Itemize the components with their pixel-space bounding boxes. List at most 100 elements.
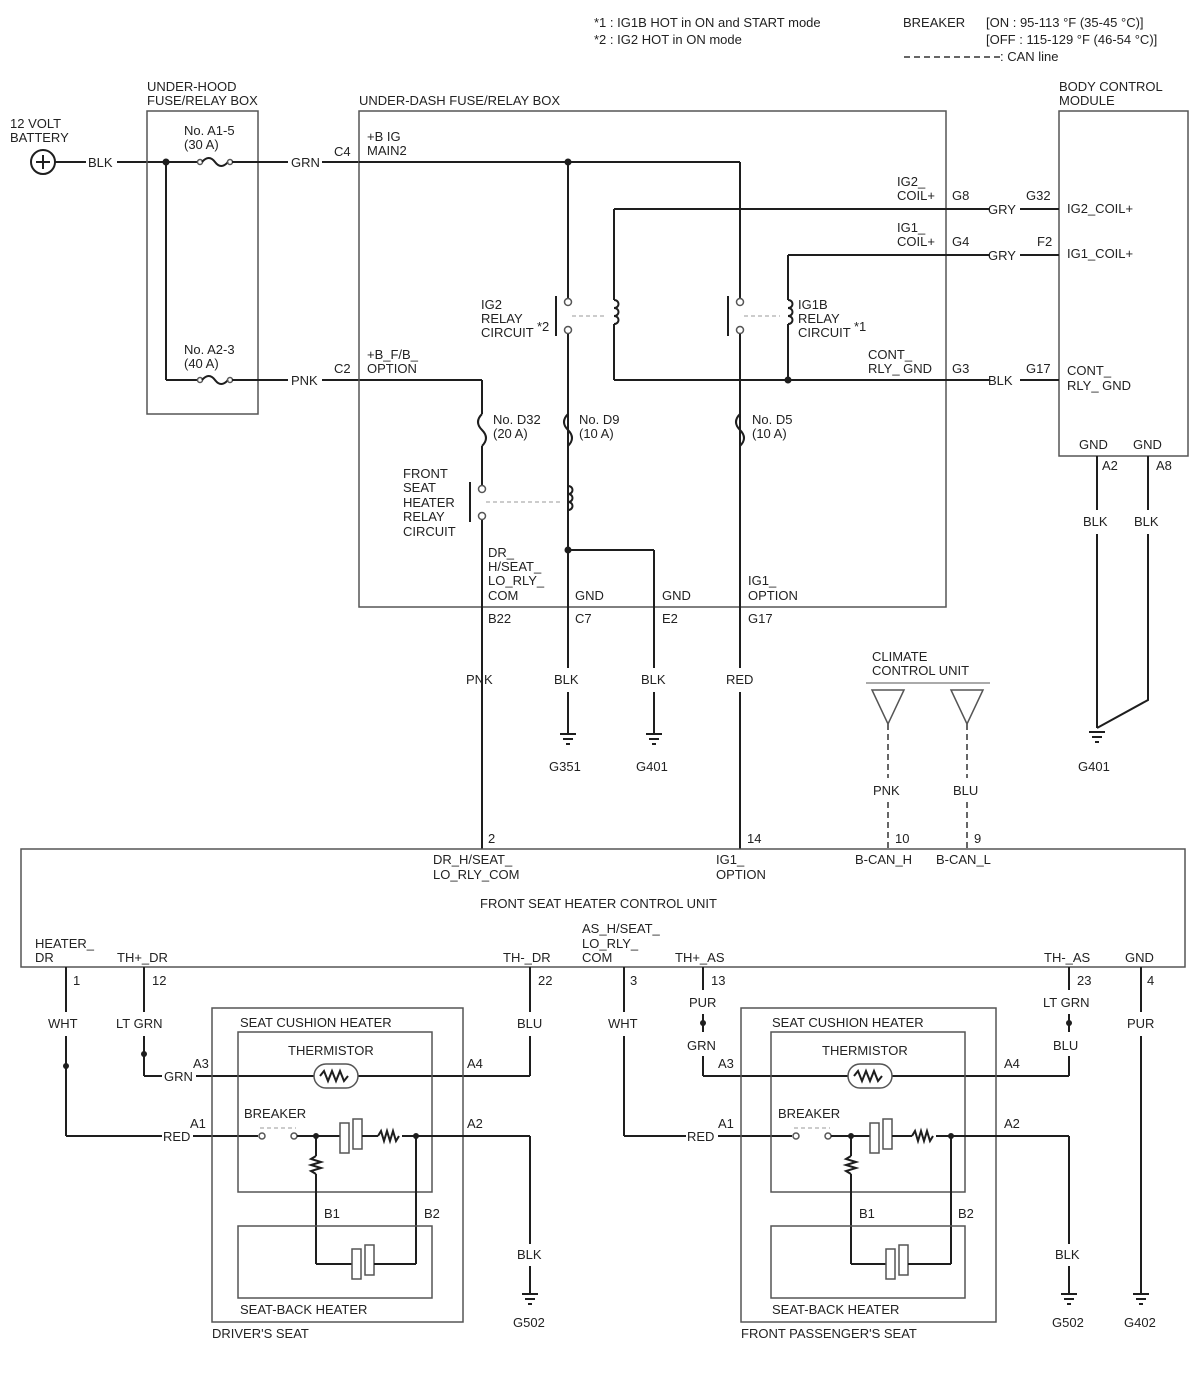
passenger-back-element-2 [898, 1244, 909, 1276]
driver-seat-label: DRIVER'S SEAT [212, 1326, 309, 1341]
fshcu-bcan-l: B-CAN_L [936, 852, 991, 867]
passenger-pin-b1: B1 [859, 1206, 875, 1221]
pin1-splice [63, 1063, 69, 1069]
passenger-breaker-label: BREAKER [778, 1106, 840, 1121]
fshcu-bcan-h: B-CAN_H [855, 852, 912, 867]
pin-g3: G3 [952, 361, 969, 376]
underdash-box: UNDER-DASH FUSE/RELAY BOX C4 +B IG MAIN2… [334, 93, 990, 849]
pin-e2: E2 [662, 611, 678, 626]
g3-wire-color: BLK [988, 373, 1013, 388]
battery-label-1: 12 VOLT [10, 116, 61, 131]
fuse-d32-icon [477, 413, 487, 447]
driver-cushion-resistor [377, 1127, 400, 1145]
driver-seat-box [211, 1007, 464, 1323]
bcm-box-outline [1058, 110, 1189, 457]
driver-breaker-contact-1 [258, 1132, 266, 1140]
fsh-relay-label-5: CIRCUIT [403, 524, 456, 539]
pin13-splice [700, 1020, 706, 1026]
fsh-relay-contact-1 [477, 484, 487, 494]
passenger-seat-box [740, 1007, 997, 1323]
fshcu-heater-dr-2: DR [35, 950, 54, 965]
passenger-seat-label: FRONT PASSENGER'S SEAT [741, 1326, 917, 1341]
fuse-d5-rating: (10 A) [752, 426, 787, 441]
driver-back-box [237, 1225, 433, 1299]
cont-gnd-junction [784, 376, 792, 384]
ig1b-relay-label-3: CIRCUIT [798, 325, 851, 340]
fshcu-box-outline [20, 848, 1186, 968]
e2-wire-color: BLK [641, 672, 666, 687]
c4-label-2: MAIN2 [367, 143, 407, 158]
driver-thermistor-label: THERMISTOR [288, 1043, 374, 1058]
c2-label-1: +B_F/B_ [367, 347, 419, 362]
wire-pnk-label: PNK [291, 373, 318, 388]
fuse-d32-rating: (20 A) [493, 426, 528, 441]
ig1-option-label-1: IG1_ [748, 573, 777, 588]
fsh-relay-label-4: RELAY [403, 509, 445, 524]
ground-g351-label: G351 [549, 759, 581, 774]
fshcu-gnd: GND [1125, 950, 1154, 965]
dr-com-label-2: H/SEAT_ [488, 559, 542, 574]
fshcu-as-com-2: LO_RLY_ [582, 936, 639, 951]
driver-heater-element-2 [352, 1118, 363, 1150]
fshcu-as-com-3: COM [582, 950, 612, 965]
ig2-coil-label-2: COIL+ [897, 188, 935, 203]
a2-wire-color: BLK [1083, 514, 1108, 529]
passenger-back-label: SEAT-BACK HEATER [772, 1302, 899, 1317]
fshcu-dr-com-1: DR_H/SEAT_ [433, 852, 513, 867]
ig1b-relay-contact-2 [735, 325, 745, 335]
bcm-title-1: BODY CONTROL [1059, 79, 1163, 94]
pin-f2: F2 [1037, 234, 1052, 249]
fsh-relay-coil-icon [567, 485, 574, 511]
battery-wire-color: BLK [88, 155, 113, 170]
can-l-wire-color: BLU [953, 783, 978, 798]
p-pin-a4: A4 [1004, 1056, 1020, 1071]
bcm-ig1-coil: IG1_COIL+ [1067, 246, 1133, 261]
underdash-title: UNDER-DASH FUSE/RELAY BOX [359, 93, 560, 108]
driver-seat: WHT RED A1 LT GRN GRN A3 BLU A4 SEAT CUS… [48, 967, 545, 1341]
pin23-wire-color: LT GRN [1043, 995, 1089, 1010]
driver-back-element-2 [364, 1244, 375, 1276]
bcm-ground-label: G401 [1078, 759, 1110, 774]
ig2-relay-label-2: RELAY [481, 311, 523, 326]
a8-wire-b [1096, 534, 1149, 729]
driver-pin-a2: A2 [467, 1116, 483, 1131]
ig1-coil-label-1: IG1_ [897, 220, 926, 235]
driver-breaker-contact-2 [290, 1132, 298, 1140]
bcm-cont-label-1: CONT_ [1067, 363, 1112, 378]
driver-thermistor-icon [313, 1063, 359, 1089]
driver-pin-b1: B1 [324, 1206, 340, 1221]
breaker-note-label: BREAKER [903, 15, 965, 30]
pin-10: 10 [895, 831, 909, 846]
pin-a4: A4 [467, 1056, 483, 1071]
b22-wire-color: PNK [466, 672, 493, 687]
ig1b-relay-note-ref: *1 [854, 319, 866, 334]
fuse-a1-5-rating: (30 A) [184, 137, 219, 152]
p-a1-wire-color: RED [687, 1129, 714, 1144]
fshcu-thp-dr: TH+_DR [117, 950, 168, 965]
gnd-c7-label: GND [575, 588, 604, 603]
passenger-thermistor-icon [847, 1063, 893, 1089]
passenger-cushion-resistor [911, 1127, 934, 1145]
ig1b-relay-contact-1 [735, 297, 745, 307]
g17-wire-color: RED [726, 672, 753, 687]
g8-wire-color: GRY [988, 202, 1016, 217]
ground-icon-g502b [1061, 1293, 1077, 1305]
fuse-a2-3-icon [201, 375, 229, 385]
fuse-a2-3-rating: (40 A) [184, 356, 219, 371]
passenger-heater-element-1 [869, 1122, 880, 1154]
pin22-wire-color: BLU [517, 1016, 542, 1031]
gnd-e2-label: GND [662, 588, 691, 603]
bcm-gnd-1: GND [1079, 437, 1108, 452]
driver-breaker-label: BREAKER [244, 1106, 306, 1121]
pin4-wire-color: PUR [1127, 1016, 1154, 1031]
dr-com-label-4: COM [488, 588, 518, 603]
fshcu-heater-dr-1: HEATER_ [35, 936, 95, 951]
fshcu-dr-com-2: LO_RLY_COM [433, 867, 519, 882]
fshcu-thm-as: TH-_AS [1044, 950, 1091, 965]
fsh-relay-label-1: FRONT [403, 466, 448, 481]
pin-3: 3 [630, 973, 637, 988]
pin-g4: G4 [952, 234, 969, 249]
cont-rly-gnd-label-2: RLY_ GND [868, 361, 932, 376]
pin23-splice [1066, 1020, 1072, 1026]
